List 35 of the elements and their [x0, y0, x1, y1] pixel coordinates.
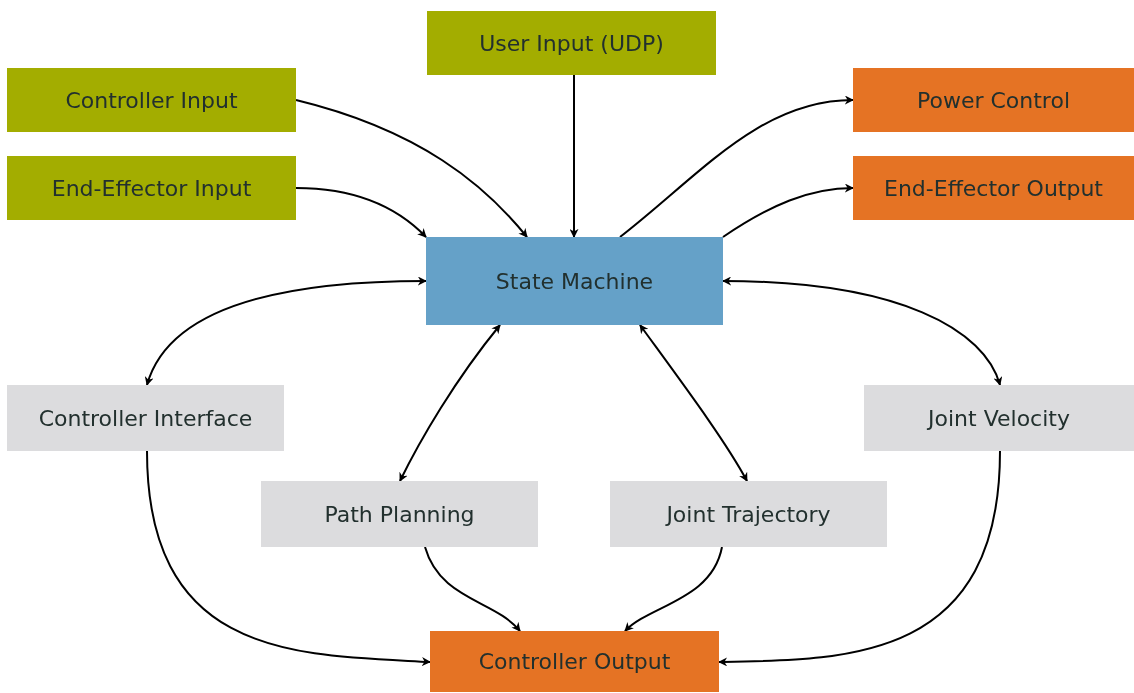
node-label: Joint Trajectory	[666, 501, 831, 527]
arrow	[569, 74, 579, 238]
node-label: Controller Input	[65, 87, 238, 113]
node-label: Controller Output	[478, 649, 671, 674]
node-label: User Input (UDP)	[479, 30, 664, 56]
arrow	[146, 450, 431, 667]
arrow	[722, 276, 1002, 386]
node-label: Joint Velocity	[928, 405, 1070, 431]
module-box	[610, 481, 887, 547]
node-label: End-Effector Output	[884, 175, 1103, 201]
node-label: Path Planning	[324, 501, 475, 527]
input-box	[7, 156, 296, 220]
module-box	[7, 385, 284, 451]
state-box	[426, 237, 723, 325]
arrow	[624, 546, 723, 632]
arrow	[295, 99, 528, 238]
arrow	[295, 187, 427, 238]
arrow	[145, 276, 427, 386]
node-label: Controller Interface	[38, 405, 253, 431]
input-box	[7, 68, 296, 132]
node-label: Power Control	[916, 87, 1070, 113]
output-box	[430, 631, 719, 692]
arrow	[399, 324, 501, 482]
arrow	[639, 324, 748, 482]
node-label: State Machine	[495, 268, 654, 294]
node-label: End-Effector Input	[51, 175, 252, 201]
arrow	[619, 96, 854, 238]
arrow	[424, 546, 521, 632]
output-box	[853, 156, 1134, 220]
arrow	[722, 183, 854, 238]
module-box	[261, 481, 538, 547]
output-box	[853, 68, 1134, 132]
module-box	[864, 385, 1134, 451]
arrow	[718, 450, 1001, 667]
input-box	[427, 11, 716, 75]
